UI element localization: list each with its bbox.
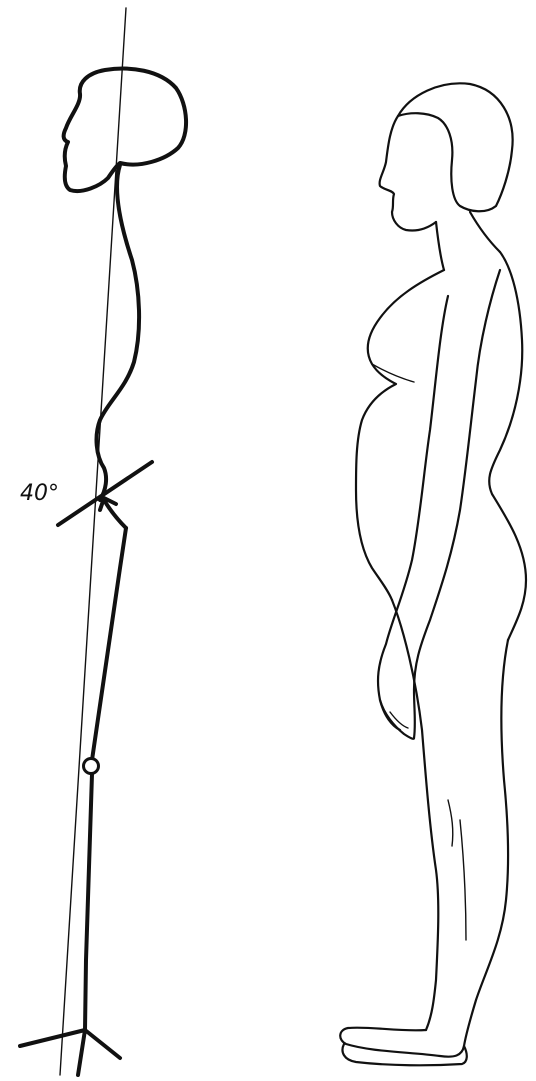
schematic-shank	[85, 774, 92, 1030]
knee-joint	[84, 759, 99, 774]
tilt-arrow	[100, 498, 126, 528]
figure-arm-back	[414, 270, 500, 738]
figure-arm-front	[378, 296, 448, 730]
figure-hair	[398, 83, 513, 211]
figure-neck	[436, 222, 444, 270]
schematic-head	[64, 69, 186, 191]
figure-face	[380, 116, 436, 231]
standing-figure	[340, 83, 526, 1065]
schematic-spine	[97, 165, 140, 500]
schematic-thigh	[92, 528, 126, 760]
schematic-foot	[20, 1030, 120, 1075]
figure-feet	[340, 1028, 467, 1066]
figure-front-torso	[356, 270, 444, 600]
posture-schematic: 40°	[20, 8, 186, 1075]
figure-back	[489, 252, 526, 640]
figure-back-leg	[464, 640, 508, 1046]
angle-label: 40°	[20, 481, 59, 506]
